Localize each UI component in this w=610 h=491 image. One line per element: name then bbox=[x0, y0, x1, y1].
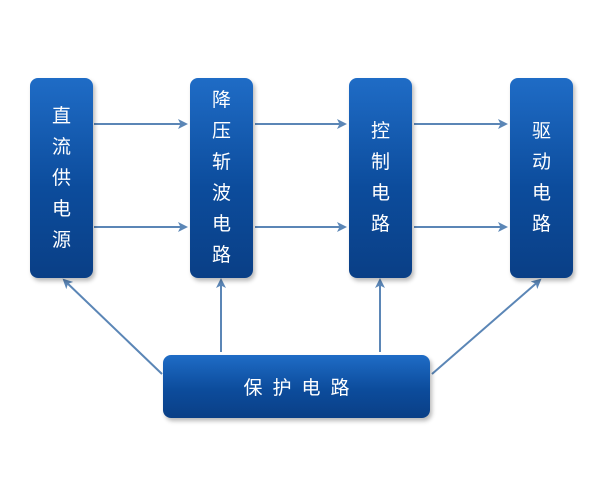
drive-block: 驱动电路 bbox=[510, 78, 573, 278]
buck-chopper-label: 降压斩波电路 bbox=[212, 85, 231, 271]
label-char: 电 bbox=[531, 182, 551, 204]
control-block: 控制电路 bbox=[349, 78, 412, 278]
control-label: 控制电路 bbox=[371, 116, 390, 240]
dc-power-block: 直流供电源 bbox=[30, 78, 93, 278]
arrow-protection-to-power bbox=[62, 278, 163, 375]
label-char: 路 bbox=[370, 213, 390, 235]
label-char: 降 bbox=[211, 89, 231, 111]
protection-label: 保护电路 bbox=[243, 377, 360, 399]
drive-label: 驱动电路 bbox=[532, 116, 551, 240]
label-char: 源 bbox=[51, 228, 71, 251]
label-char: 电 bbox=[51, 197, 71, 220]
label-char: 电 bbox=[370, 182, 390, 204]
buck-chopper-block: 降压斩波电路 bbox=[190, 78, 253, 278]
arrow-protection-to-drive bbox=[431, 278, 542, 375]
dc-power-label: 直流供电源 bbox=[52, 101, 71, 256]
label-char: 控 bbox=[370, 120, 390, 142]
label-char: 流 bbox=[51, 135, 71, 158]
protection-block: 保护电路 bbox=[163, 355, 430, 418]
label-char: 供 bbox=[51, 166, 71, 189]
label-char: 电 bbox=[211, 213, 231, 235]
label-char: 斩 bbox=[211, 151, 231, 173]
label-char: 制 bbox=[370, 151, 390, 173]
label-char: 波 bbox=[211, 182, 231, 204]
label-char: 驱 bbox=[531, 120, 551, 142]
label-char: 路 bbox=[211, 244, 231, 266]
label-char: 路 bbox=[531, 213, 551, 235]
label-char: 直 bbox=[51, 104, 71, 127]
label-char: 动 bbox=[531, 151, 551, 173]
label-char: 压 bbox=[211, 120, 231, 142]
